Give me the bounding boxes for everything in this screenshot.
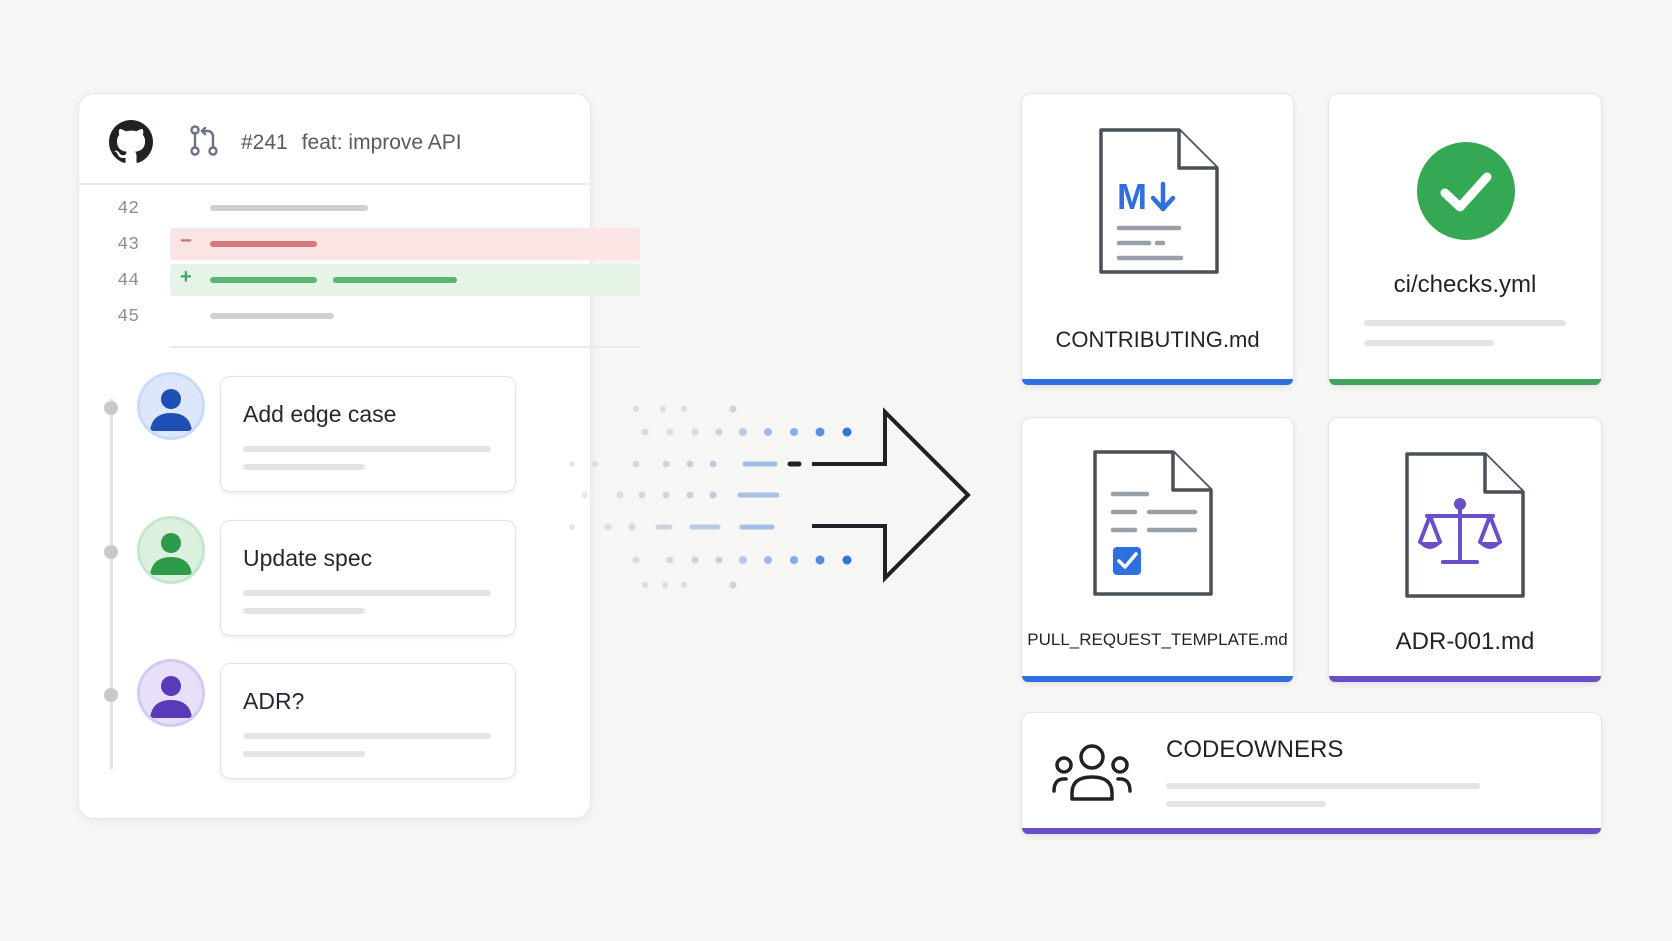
accent-bar: [1022, 379, 1293, 385]
transform-arrow-icon: [569, 405, 971, 589]
diff-line: 42: [79, 192, 590, 224]
text-placeholder: [243, 464, 365, 470]
line-number: 42: [117, 199, 139, 219]
line-number: 43: [117, 235, 139, 255]
text-placeholder: [243, 608, 365, 614]
accent-bar: [1022, 828, 1601, 834]
addition-sign: +: [180, 266, 192, 288]
comment-text: Add edge case: [243, 401, 397, 427]
accent-bar: [1022, 676, 1293, 682]
markdown-file-icon: M: [1099, 128, 1219, 274]
code-placeholder: [210, 277, 317, 283]
check-circle-icon: [1417, 142, 1515, 240]
code-placeholder: [210, 205, 368, 211]
svg-text:M: M: [1117, 176, 1147, 217]
avatar[interactable]: [140, 519, 202, 581]
card-label: ci/checks.yml: [1393, 271, 1537, 298]
codeowners-card[interactable]: CODEOWNERS: [1021, 712, 1602, 835]
diff-line-added: 44 +: [79, 264, 640, 296]
avatar[interactable]: [140, 375, 202, 437]
text-placeholder: [243, 733, 491, 739]
text-placeholder: [243, 446, 491, 452]
comment-text: ADR?: [243, 688, 305, 714]
contributing-card[interactable]: M CONTRIBUTING.md: [1021, 93, 1294, 386]
comment-card[interactable]: Update spec: [220, 520, 516, 636]
text-placeholder: [1364, 320, 1566, 326]
user-icon: [150, 533, 192, 575]
text-placeholder: [1364, 340, 1494, 346]
comment-text: Update spec: [243, 545, 373, 571]
text-placeholder: [243, 751, 365, 757]
flow-particles: [569, 405, 852, 589]
card-label: ADR-001.md: [1395, 628, 1535, 655]
arrow-outline: [812, 407, 971, 583]
pull-request-panel: #241 feat: improve API 42 43 − 44 + 45 Ad…: [78, 93, 640, 819]
line-number: 45: [117, 307, 139, 327]
ci-checks-card[interactable]: ci/checks.yml: [1328, 93, 1602, 386]
code-placeholder: [210, 241, 317, 247]
code-placeholder: [210, 313, 334, 319]
text-placeholder: [1166, 783, 1480, 789]
user-icon: [150, 389, 192, 431]
accent-bar: [1329, 379, 1601, 385]
diff-line: 45: [79, 300, 590, 332]
checklist-file-icon: [1093, 450, 1213, 596]
code-placeholder: [333, 277, 457, 283]
timeline-dot: [104, 545, 118, 559]
timeline-line: [110, 399, 113, 769]
timeline-dot: [104, 688, 118, 702]
card-label: PULL_REQUEST_TEMPLATE.md: [1027, 630, 1288, 649]
deletion-sign: −: [180, 230, 192, 252]
user-icon: [150, 676, 192, 718]
comment-card[interactable]: ADR?: [220, 663, 516, 779]
adr-card[interactable]: ADR-001.md: [1328, 417, 1602, 683]
accent-bar: [1329, 676, 1601, 682]
text-placeholder: [243, 590, 491, 596]
text-placeholder: [1166, 801, 1326, 807]
pr-number: #241: [241, 131, 288, 154]
divider: [170, 346, 640, 348]
avatar[interactable]: [140, 662, 202, 724]
line-number: 44: [117, 271, 139, 291]
github-icon[interactable]: [109, 120, 153, 164]
comment-card[interactable]: Add edge case: [220, 376, 516, 492]
scales-file-icon: [1405, 452, 1525, 598]
pr-title-text: feat: improve API: [301, 131, 462, 154]
people-icon: [1052, 744, 1132, 801]
timeline-dot: [104, 401, 118, 415]
pr-title[interactable]: #241 feat: improve API: [241, 131, 462, 155]
card-label: CODEOWNERS: [1166, 736, 1344, 763]
diff-line-deleted: 43 −: [79, 228, 640, 260]
git-pull-request-icon: [190, 125, 218, 156]
pr-template-card[interactable]: PULL_REQUEST_TEMPLATE.md: [1021, 417, 1294, 683]
card-label: CONTRIBUTING.md: [1055, 327, 1260, 352]
pr-header: #241 feat: improve API: [79, 94, 590, 185]
